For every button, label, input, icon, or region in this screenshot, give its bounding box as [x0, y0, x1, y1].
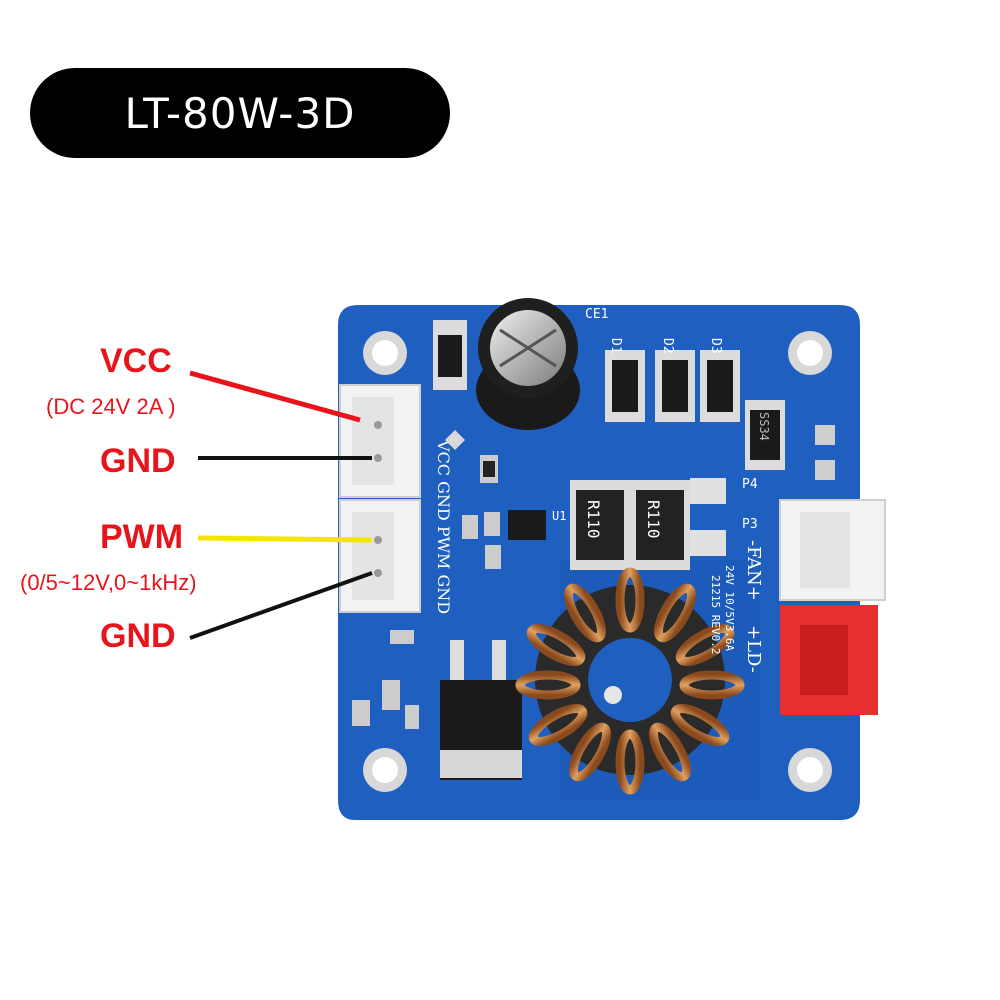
mounting-hole-bl	[363, 748, 407, 792]
silk-u1: U1	[552, 509, 566, 523]
silk-fan: -FAN+	[743, 540, 764, 601]
silk-d2: D2	[660, 338, 675, 354]
pad-p4	[690, 478, 726, 504]
mounting-hole-tl	[363, 331, 407, 375]
wire-vcc	[189, 370, 361, 423]
connector-fan	[779, 499, 886, 601]
mosfet	[440, 640, 522, 780]
wire-gnd-bottom	[189, 571, 373, 640]
silk-ce1: CE1	[585, 307, 608, 322]
mounting-hole-br	[788, 748, 832, 792]
gnd-top-label: GND	[100, 442, 176, 480]
product-title: LT-80W-3D	[124, 88, 356, 138]
connector-power	[339, 384, 421, 498]
vcc-label: VCC	[100, 342, 172, 380]
connector-laser	[780, 605, 878, 715]
silk-d1: D1	[608, 338, 623, 354]
diode-small	[433, 320, 467, 390]
silk-left-pins: VCC GND PWM GND	[434, 439, 453, 614]
diode-d3	[700, 350, 740, 422]
capacitor	[476, 298, 580, 430]
silk-ld: +LD-	[743, 625, 764, 673]
silk-spec2: 21215 REV0.2	[709, 575, 722, 654]
silk-ss34: SS34	[757, 412, 771, 441]
silk-r110-1: R110	[584, 500, 603, 539]
toroid-inductor	[515, 567, 745, 795]
resistor-r110-2	[630, 480, 690, 570]
resistor-r110-1	[570, 480, 630, 570]
diode-ss34	[745, 400, 785, 470]
silk-d3: D3	[708, 338, 723, 354]
mounting-hole-tr	[788, 331, 832, 375]
wire-pwm	[197, 535, 373, 543]
silk-p4: P4	[742, 477, 758, 492]
silk-p3: P3	[742, 517, 758, 532]
pwm-label: PWM	[100, 518, 184, 556]
ic-u1	[508, 510, 546, 540]
silk-spec1: 24V 10/5V3.6A	[723, 565, 736, 651]
pad-p3	[690, 530, 726, 556]
connector-pwm	[339, 499, 421, 613]
diode-d2	[655, 350, 695, 422]
gnd-bottom-label: GND	[100, 617, 176, 655]
pwm-note: (0/5~12V,0~1kHz)	[20, 570, 197, 595]
diode-d1	[605, 350, 645, 422]
vcc-note: (DC 24V 2A )	[46, 394, 176, 419]
title-badge: LT-80W-3D	[30, 68, 450, 158]
silk-r110-2: R110	[644, 500, 663, 539]
